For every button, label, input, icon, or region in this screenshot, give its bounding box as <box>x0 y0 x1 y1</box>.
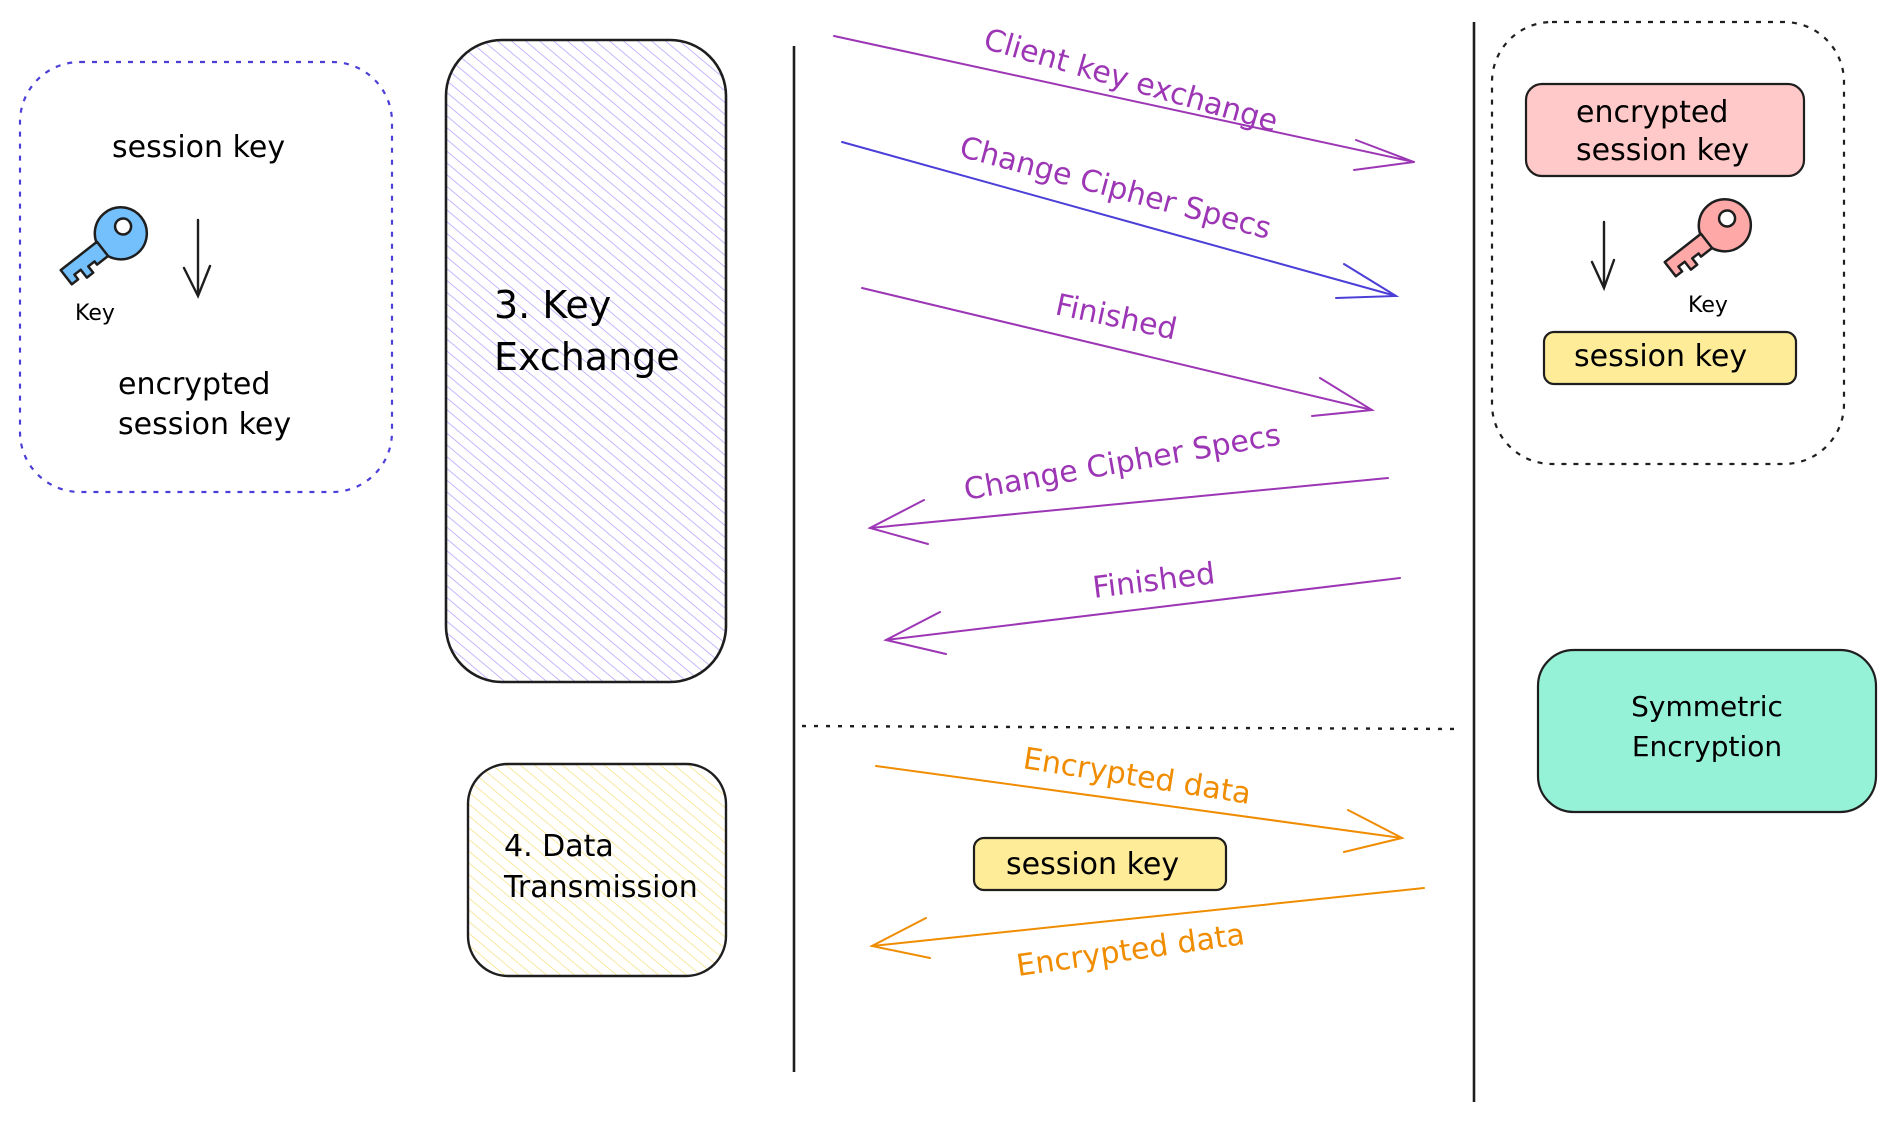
server-encrypted-box <box>1524 82 1806 178</box>
phase-separator <box>801 724 1459 731</box>
data-transmission-box <box>466 762 728 978</box>
change-cipher-specs-client-label: Change Cipher Specs <box>956 130 1275 247</box>
client-down-arrow <box>182 218 212 299</box>
client-key-label: Key <box>75 301 115 326</box>
message-finished-client: Finished <box>861 287 1376 417</box>
message-change-cipher-specs-server: Change Cipher Specs <box>867 418 1389 545</box>
key-exchange-line1: 3. Key <box>494 283 611 327</box>
symmetric-encryption-box <box>1536 648 1878 814</box>
session-key-badge-text: session key <box>1006 847 1179 882</box>
message-encrypted-data-in: Encrypted data <box>869 887 1425 984</box>
data-transmission-line2: Transmission <box>503 870 698 905</box>
server-key-label: Key <box>1688 293 1728 318</box>
message-finished-server: Finished <box>883 556 1401 655</box>
client-key-exchange-label: Client key exchange <box>980 22 1282 139</box>
client-encrypted-line1: encrypted <box>118 367 270 402</box>
key-exchange-phase: 3. Key Exchange <box>444 38 728 684</box>
server-encrypted-line1: encrypted <box>1576 95 1728 130</box>
server-session-key-text: session key <box>1574 339 1747 374</box>
symmetric-line2: Encryption <box>1632 730 1782 763</box>
key-exchange-line2: Exchange <box>494 335 680 379</box>
client-panel-border <box>18 60 394 494</box>
blue-key-icon <box>59 206 149 286</box>
session-key-badge-box <box>972 836 1228 892</box>
message-change-cipher-specs-client: Change Cipher Specs <box>841 130 1400 299</box>
server-session-key-box <box>1542 330 1798 386</box>
session-key-badge: session key <box>972 836 1228 892</box>
symmetric-line1: Symmetric <box>1631 690 1783 723</box>
finished-server-label: Finished <box>1091 556 1217 606</box>
server-down-arrow <box>1590 220 1616 292</box>
pink-key-icon <box>1663 198 1753 278</box>
change-cipher-specs-server-label: Change Cipher Specs <box>961 418 1283 508</box>
message-encrypted-data-out: Encrypted data <box>875 741 1405 853</box>
client-encrypted-line2: session key <box>118 407 291 442</box>
client-session-key-text: session key <box>112 130 285 165</box>
client-panel: session key Key encrypted session key <box>18 60 394 494</box>
data-transmission-phase: 4. Data Transmission <box>466 762 728 978</box>
key-exchange-box <box>444 38 728 684</box>
server-encrypted-line2: session key <box>1576 133 1749 168</box>
server-panel: encrypted session key Key session key <box>1490 20 1846 466</box>
message-client-key-exchange: Client key exchange <box>833 22 1415 171</box>
symmetric-encryption: Symmetric Encryption <box>1536 648 1878 814</box>
data-transmission-line1: 4. Data <box>504 829 614 864</box>
